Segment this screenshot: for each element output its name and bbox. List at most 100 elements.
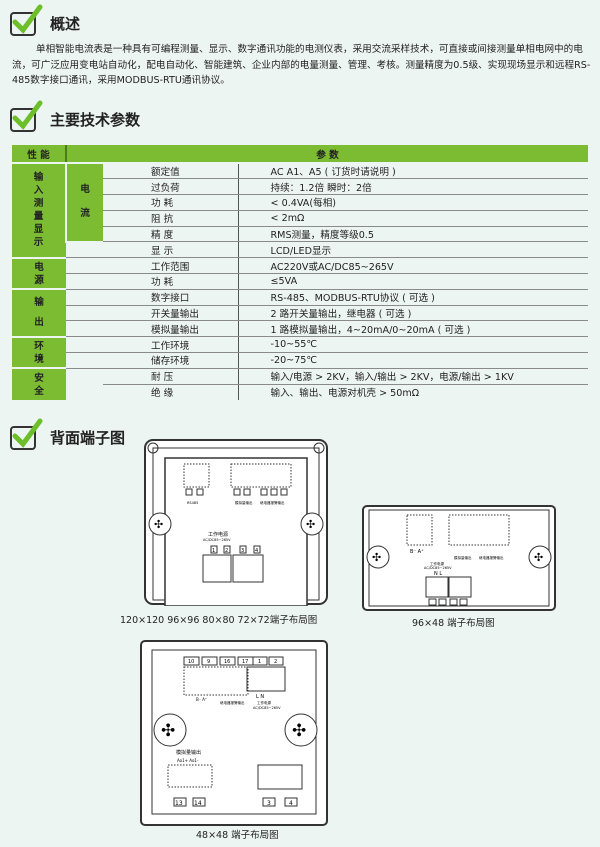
table-row: 功 耗< 0.4VA(每相) — [12, 194, 588, 211]
table-row: 储存环境-20~75℃ — [12, 352, 588, 369]
row-value: RMS测量，精度等级0.5 — [237, 226, 588, 243]
row-name: 开关量输出 — [103, 305, 238, 322]
group-power: 电源 — [12, 257, 66, 291]
row-value: < 0.4VA(每相) — [237, 194, 588, 211]
terminal-diagram-96x48: B⁻ A⁺ 模拟量输出 继电器报警输出 ✣ ✣ 工作电源 AC/DC85~265… — [362, 505, 556, 611]
header-params: 参 数 — [66, 145, 588, 164]
label-relay: 继电器报警输出 — [479, 555, 504, 560]
svg-text:✣: ✣ — [372, 551, 381, 564]
label-ba: B⁻ A⁺ — [410, 549, 424, 555]
group-env: 环境 — [12, 336, 66, 370]
row-name: 模拟量输出 — [103, 320, 238, 338]
terminal-4: 4 — [289, 800, 293, 807]
row-value: LCD/LED显示 — [237, 241, 588, 259]
terminal-1: 1 — [258, 659, 261, 665]
diagram-caption: 96×48 端子布局图 — [412, 618, 495, 629]
screw-icon: ✣ — [366, 545, 390, 569]
row-name: 精 度 — [103, 226, 238, 243]
row-value: 输入、输出、电源对机壳 > 50mΩ — [237, 384, 588, 400]
row-name: 额定值 — [103, 163, 238, 180]
row-value: AC220V或AC/DC85~265V — [237, 257, 588, 275]
table-row: 绝 缘 输入、输出、电源对机壳 > 50mΩ — [12, 384, 588, 400]
row-name: 储存环境 — [103, 352, 238, 369]
label-analog: 模拟量输出 — [454, 555, 472, 560]
section-title: 主要技术参数 — [50, 111, 141, 129]
row-name: 耐 压 — [103, 368, 238, 385]
table-row: 过负荷持续：1.2倍 瞬时：2倍 — [12, 178, 588, 196]
svg-text:✣: ✣ — [306, 518, 315, 531]
row-name: 工作范围 — [103, 257, 238, 275]
checkmark-icon — [10, 100, 44, 132]
row-value: -20~75℃ — [237, 352, 588, 369]
screw-icon: ✣ — [300, 512, 324, 536]
terminal-14: 14 — [194, 800, 202, 807]
terminal-4: 4 — [255, 548, 258, 554]
section-terminals-header: 背面端子图 — [10, 418, 125, 450]
svg-text:✣: ✣ — [534, 551, 543, 564]
checkmark-icon — [10, 418, 44, 450]
row-name: 过负荷 — [103, 178, 238, 196]
label-power: 工作电源 — [257, 700, 271, 705]
label-power-range: AC/DC85~265V — [424, 566, 452, 570]
label-ln: L N — [256, 694, 264, 700]
group-input: 输入测量显示 — [12, 163, 66, 259]
section-title: 概述 — [50, 15, 81, 33]
row-name: 工作环境 — [103, 336, 238, 354]
row-name: 绝 缘 — [151, 388, 174, 400]
label-power: 工作电源 — [430, 561, 444, 566]
screw-icon: ✣ — [528, 545, 552, 569]
section-specs-header: 主要技术参数 — [10, 100, 140, 132]
diagram-caption: 48×48 端子布局图 — [196, 830, 279, 841]
label-analog: 模拟量输出 — [176, 749, 201, 756]
terminal-3: 3 — [241, 548, 244, 554]
group-current: 电流 — [65, 163, 103, 243]
label-power-range: AC/DC85~265V — [203, 538, 231, 542]
terminal-17: 17 — [242, 659, 248, 665]
svg-text:✣: ✣ — [292, 721, 306, 741]
label-relay: 继电器报警输出 — [220, 700, 245, 705]
table-row: 阻 抗< 2mΩ — [12, 210, 588, 227]
table-row: 环境 工作环境-10~55℃ — [12, 336, 588, 370]
row-value: -10~55℃ — [237, 336, 588, 354]
screw-icon: ✣ — [284, 713, 318, 747]
group-output: 输出 — [12, 289, 66, 338]
row-name: 功 耗 — [103, 273, 238, 290]
screw-icon: ✣ — [153, 713, 187, 747]
row-value: 输入/电源 > 2KV，输入/输出 > 2KV，电源/输出 > 1KV — [237, 368, 588, 385]
row-name: 功 耗 — [103, 194, 238, 211]
diagram-caption: 120×120 96×96 80×80 72×72端子布局图 — [120, 615, 318, 626]
table-row: 安全 耐 压输入/电源 > 2KV，输入/输出 > 2KV，电源/输出 > 1KV — [12, 368, 588, 400]
row-value: ≤5VA — [237, 273, 588, 290]
row-value: 持续：1.2倍 瞬时：2倍 — [237, 178, 588, 196]
terminal-10: 10 — [188, 659, 194, 665]
section-overview-header: 概述 — [10, 4, 80, 36]
svg-text:✣: ✣ — [161, 721, 175, 741]
checkmark-icon — [10, 4, 44, 36]
row-value: < 2mΩ — [237, 210, 588, 227]
terminal-2: 2 — [274, 659, 277, 665]
label-rs485: RS485 — [187, 501, 198, 505]
row-value: RS-485、MODBUS-RTU协议 ( 可选 ) — [237, 289, 588, 306]
section-title: 背面端子图 — [50, 429, 126, 447]
row-name: 数字接口 — [103, 289, 238, 306]
screw-icon: ✣ — [148, 512, 172, 536]
terminal-3: 3 — [267, 800, 271, 807]
terminal-1: 1 — [212, 548, 215, 554]
terminal-16: 16 — [224, 659, 230, 665]
group-safety: 安全 — [12, 368, 66, 400]
label-analog: 模拟量输出 — [235, 500, 253, 505]
svg-text:✣: ✣ — [154, 518, 163, 531]
row-value: 2 路开关量输出，继电器 ( 可选 ) — [237, 305, 588, 322]
row-name: 阻 抗 — [103, 210, 238, 227]
header-performance: 性 能 — [12, 145, 67, 164]
terminal-9: 9 — [207, 659, 210, 665]
terminal-13: 13 — [175, 800, 183, 807]
